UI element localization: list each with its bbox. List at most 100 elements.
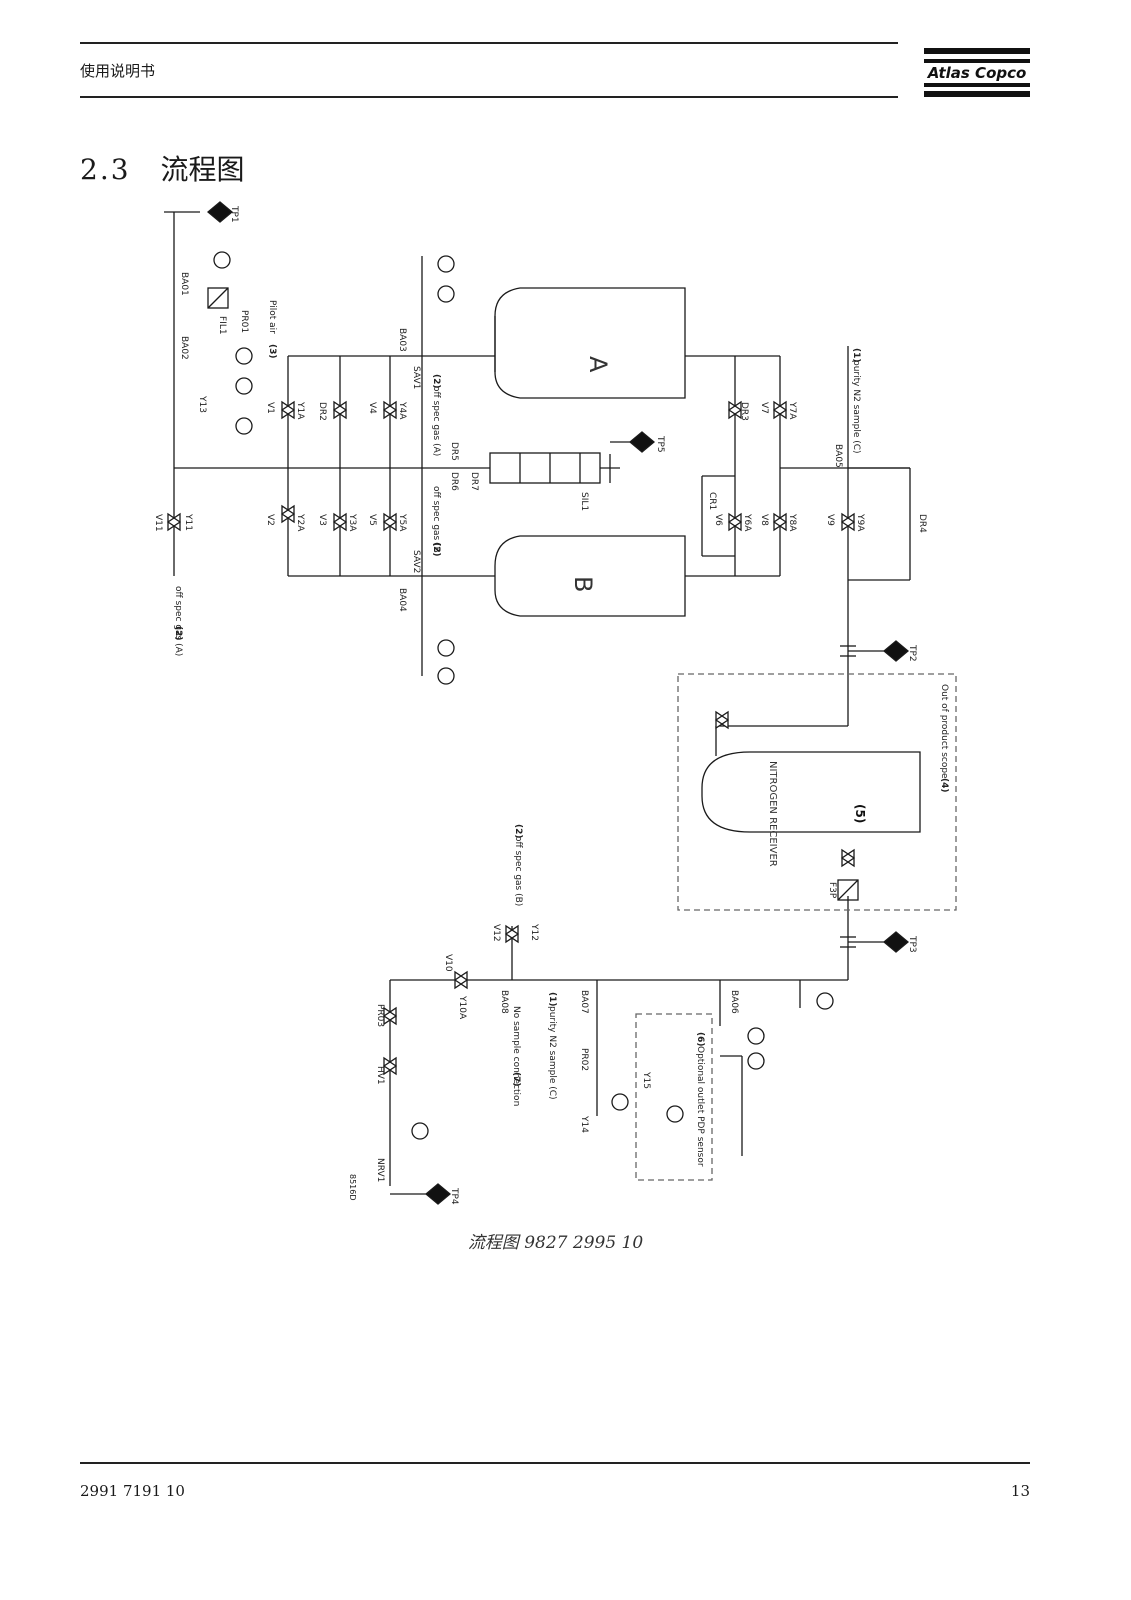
filter-f3p — [837, 879, 859, 901]
label-tp1: TP1 — [229, 205, 239, 223]
footer-rule — [80, 1462, 1030, 1464]
label-pr03: PR03 — [375, 1004, 385, 1027]
section-number: 2.3 — [80, 153, 131, 186]
note-off-spec-bottom: off spec gas (B) — [513, 836, 523, 906]
note-optional-sensor: Optional outlet PDP sensor — [695, 1046, 705, 1167]
flow-diagram: A B — [153, 201, 957, 1205]
label-ba03: BA03 — [397, 328, 407, 352]
label-tp4: TP4 — [449, 1187, 459, 1205]
label-v10: V10 — [443, 954, 453, 972]
label-v8: V8 — [759, 514, 769, 526]
note-pilot-air: Pilot air — [267, 300, 277, 334]
receiver-note: (5) — [853, 804, 867, 823]
note-purity-sample-2-ref: (1) — [547, 992, 557, 1007]
note-off-spec-bottom-ref: (2) — [513, 824, 523, 839]
label-v6: V6 — [713, 514, 723, 526]
label-f3p: F3P — [827, 882, 837, 899]
valve-symbols — [166, 400, 856, 1076]
piping-main — [164, 211, 911, 1186]
footer-doc-number: 2991 7191 10 — [80, 1482, 185, 1500]
label-y13: Y13 — [197, 395, 207, 413]
label-ba08: BA08 — [499, 990, 509, 1014]
tower-b-label: B — [569, 576, 597, 592]
diagram-labels: TP1 TP5 TP2 TP3 TP4 V1 V2 V3 V4 V5 V6 V7… — [153, 205, 949, 1205]
label-dr5: DR5 — [449, 442, 459, 461]
label-nrv1: NRV1 — [375, 1158, 385, 1182]
atlas-copco-logo: Atlas Copco — [924, 48, 1030, 97]
footer-page-number: 13 — [1010, 1482, 1030, 1500]
label-y11: Y11 — [183, 513, 193, 531]
label-pr01: PR01 — [239, 310, 249, 333]
label-pr02: PR02 — [579, 1048, 589, 1071]
label-v9: V9 — [825, 514, 835, 526]
label-ba01: BA01 — [179, 272, 189, 296]
header-rule-bottom — [80, 96, 898, 98]
label-v12: V12 — [491, 924, 501, 942]
label-tp2: TP2 — [907, 644, 917, 662]
header-title: 使用说明书 — [80, 62, 156, 80]
label-v7: V7 — [759, 402, 769, 414]
label-y2a: Y2A — [295, 513, 305, 532]
tower-b: B — [494, 535, 686, 617]
label-ba06: BA06 — [729, 990, 739, 1014]
gauges — [213, 251, 834, 1140]
label-cr1: CR1 — [707, 492, 717, 510]
label-y10a: Y10A — [457, 995, 467, 1020]
label-v1: V1 — [265, 402, 275, 414]
note-no-sample-ref: (7) — [511, 1072, 521, 1087]
label-dr6: DR6 — [449, 472, 459, 491]
note-off-spec-bottom-a: off spec gas (A) — [173, 586, 183, 656]
logo-text: Atlas Copco — [927, 64, 1027, 82]
note-drawing-id: 8516D — [348, 1174, 357, 1201]
label-v4: V4 — [367, 402, 377, 414]
note-purity-sample-1: purity N2 sample (C) — [851, 360, 861, 454]
label-y1a: Y1A — [295, 401, 305, 420]
note-off-spec-bottom-a-ref: (2) — [173, 626, 183, 641]
label-y14: Y14 — [579, 1115, 589, 1133]
header-rule-top — [80, 42, 898, 44]
label-sav1: SAV1 — [411, 366, 421, 389]
label-dr3: DR3 — [739, 402, 749, 421]
label-y15: Y15 — [641, 1071, 651, 1089]
label-tp5: TP5 — [655, 435, 665, 453]
tower-a-label: A — [584, 356, 612, 373]
label-sil1: SIL1 — [579, 492, 589, 511]
label-ba07: BA07 — [579, 990, 589, 1014]
note-off-spec-a-ref: (2) — [431, 374, 441, 389]
note-pilot-air-ref: (3) — [267, 344, 277, 359]
section-heading: 2.3 流程图 — [80, 148, 245, 188]
label-sav2: SAV2 — [411, 550, 421, 573]
label-y3a: Y3A — [347, 513, 357, 532]
label-ba05: BA05 — [833, 444, 843, 468]
test-points — [206, 201, 910, 1205]
label-v11: V11 — [153, 514, 163, 532]
label-tp3: TP3 — [907, 935, 917, 953]
note-off-spec-b-ref: (2) — [431, 542, 441, 557]
label-ba02: BA02 — [179, 336, 189, 360]
note-optional-sensor-ref: (6) — [695, 1032, 705, 1047]
label-v5: V5 — [367, 514, 377, 526]
note-off-spec-b: off spec gas (B) — [431, 486, 441, 556]
label-v3: V3 — [317, 514, 327, 526]
receiver-label: NITROGEN RECEIVER — [767, 761, 778, 867]
label-fil1: FIL1 — [217, 316, 227, 335]
note-scope: Out of product scope — [939, 684, 949, 779]
note-no-sample: No sample connection — [511, 1006, 521, 1106]
label-dr4: DR4 — [917, 514, 927, 533]
filter-fil1 — [207, 287, 229, 309]
label-y9a: Y9A — [855, 513, 865, 532]
label-ba04: BA04 — [397, 588, 407, 612]
label-y6a: Y6A — [742, 513, 752, 532]
note-purity-sample-2: purity N2 sample (C) — [547, 1006, 557, 1100]
tower-a: A — [494, 287, 686, 399]
label-dr2: DR2 — [317, 402, 327, 421]
label-v2: V2 — [265, 514, 275, 526]
label-y12: Y12 — [529, 923, 539, 941]
nitrogen-receiver: NITROGEN RECEIVER (5) — [701, 751, 921, 867]
label-y7a: Y7A — [787, 401, 797, 420]
label-y5a: Y5A — [397, 513, 407, 532]
optional-sensor-box — [635, 1013, 713, 1181]
label-y4a: Y4A — [397, 401, 407, 420]
section-title: 流程图 — [160, 153, 245, 186]
note-purity-sample-1-ref: (1) — [851, 348, 861, 363]
